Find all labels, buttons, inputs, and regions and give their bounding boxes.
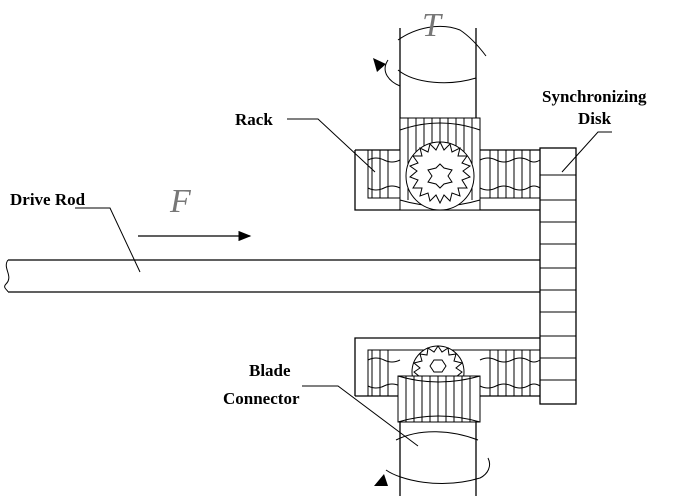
lower-rack-teeth [367, 350, 541, 396]
rack-leader [287, 118, 376, 173]
upper-rack-teeth [367, 150, 541, 198]
lower-pinion-gear [397, 345, 481, 423]
force-symbol: F [169, 183, 192, 220]
lower-rotation-arrow [374, 474, 388, 486]
synchronizing-label: Synchronizing [542, 87, 647, 106]
upper-shaft [384, 25, 487, 150]
disk-label: Disk [578, 109, 612, 128]
synchronizing-disk-leader [561, 131, 612, 173]
upper-pinion-gear [399, 117, 481, 211]
synchronizing-disk [539, 147, 577, 405]
drive-rod-label: Drive Rod [10, 190, 86, 209]
drive-rod [4, 259, 540, 293]
drive-rod-leader [75, 207, 141, 273]
blade-connector-leader [302, 385, 419, 447]
upper-rotation-arrow [373, 58, 386, 72]
rack-label: Rack [235, 110, 273, 129]
connector-label: Connector [223, 389, 300, 408]
torque-symbol: T [422, 7, 443, 44]
blade-label: Blade [249, 361, 291, 380]
